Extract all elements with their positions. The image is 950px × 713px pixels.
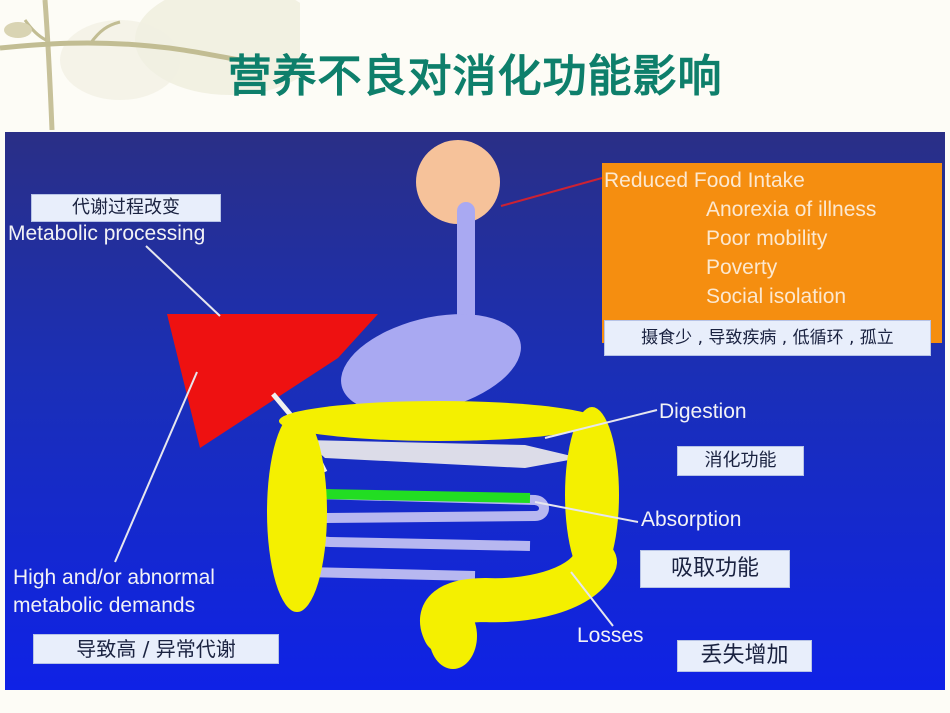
- demands-cn-label: 导致高 / 异常代谢: [33, 634, 279, 664]
- demands-en-label-1: High and/or abnormal: [13, 566, 215, 589]
- pancreas-shape: [305, 440, 580, 468]
- leader-metabolic: [145, 245, 221, 317]
- leader-absorption: [534, 501, 639, 523]
- metabolic-cn-label: 代谢过程改变: [31, 194, 221, 222]
- ascending-colon: [267, 412, 327, 612]
- intake-item: Social isolation: [706, 285, 847, 308]
- digestion-en-label: Digestion: [659, 400, 747, 423]
- leader-intake: [500, 177, 603, 207]
- esophagus-shape: [457, 202, 475, 342]
- digestion-cn-label: 消化功能: [677, 446, 804, 476]
- intake-heading: Reduced Food Intake: [604, 169, 805, 192]
- decorative-branch: [0, 0, 300, 130]
- losses-cn-label: 丢失增加: [677, 640, 812, 672]
- leader-demands: [114, 371, 198, 563]
- losses-en-label: Losses: [577, 624, 644, 647]
- intake-item: Anorexia of illness: [706, 198, 877, 221]
- absorption-cn-label: 吸取功能: [640, 550, 790, 588]
- intestine-coil-3: [304, 567, 476, 581]
- head-shape: [416, 140, 500, 224]
- intake-item: Poor mobility: [706, 227, 828, 250]
- descending-colon: [565, 407, 619, 583]
- intake-cn-label: 摄食少 , 导致疾病 , 低循环 , 孤立: [604, 320, 931, 356]
- stomach-shape: [341, 314, 521, 414]
- rectum-shape: [429, 603, 477, 669]
- page-title: 营养不良对消化功能影响: [227, 51, 723, 102]
- transverse-colon: [279, 401, 599, 441]
- leader-losses: [570, 571, 614, 627]
- intake-item: Poverty: [706, 256, 778, 279]
- liver-shape: [167, 314, 378, 448]
- metabolic-en-label: Metabolic processing: [8, 222, 206, 245]
- intestine-coil-1: [314, 489, 549, 523]
- intake-box: Reduced Food Intake Anorexia of illness …: [602, 163, 942, 343]
- absorption-en-label: Absorption: [641, 508, 742, 531]
- diagram-panel: 代谢过程改变 Metabolic processing High and/or …: [5, 132, 945, 690]
- leader-digestion: [544, 409, 658, 439]
- digestive-diagram: [114, 140, 658, 669]
- demands-en-label-2: metabolic demands: [13, 594, 196, 617]
